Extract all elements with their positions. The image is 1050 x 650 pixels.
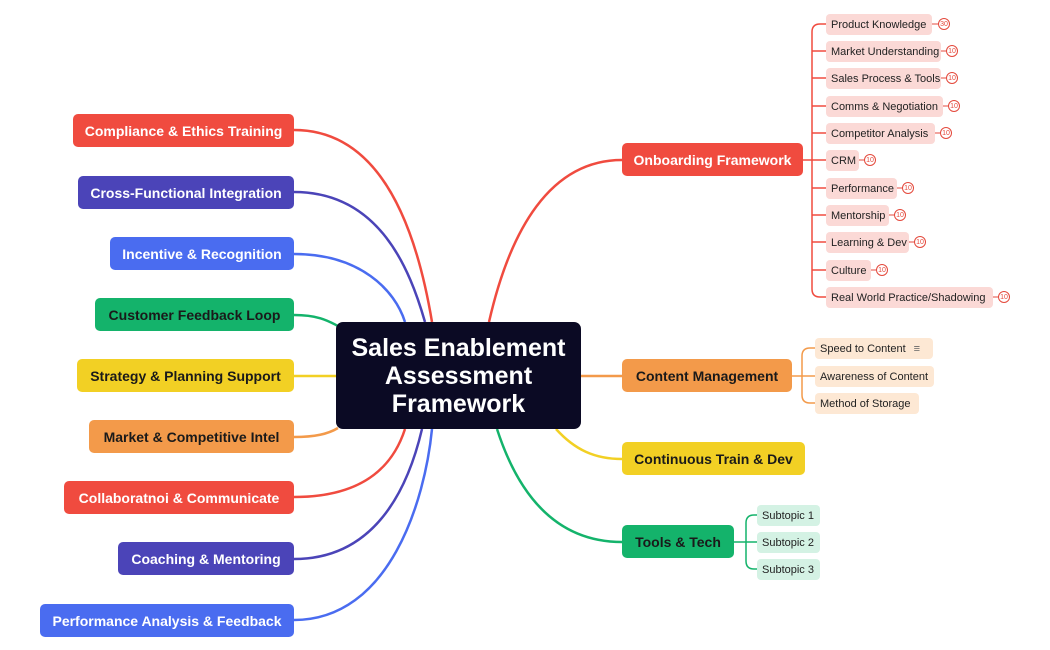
link-incentive bbox=[293, 252, 407, 323]
link-coaching bbox=[293, 428, 424, 561]
count-badge: 30 bbox=[938, 18, 950, 30]
subtopic-learning-dev[interactable]: Learning & Dev bbox=[826, 232, 909, 253]
link-cross-functional bbox=[293, 190, 427, 323]
link-collaboration bbox=[293, 428, 407, 499]
topic-strategy-planning[interactable]: Strategy & Planning Support bbox=[77, 359, 294, 392]
link-market-intel bbox=[293, 426, 339, 439]
count-badge: 10 bbox=[946, 45, 958, 57]
subtopic-comms-negotiation[interactable]: Comms & Negotiation bbox=[826, 96, 943, 117]
count-badge: 10 bbox=[876, 264, 888, 276]
topic-performance-analysis[interactable]: Performance Analysis & Feedback bbox=[40, 604, 294, 637]
topic-content-management[interactable]: Content Management bbox=[622, 359, 792, 392]
topic-compliance-ethics[interactable]: Compliance & Ethics Training bbox=[73, 114, 294, 147]
subtopic-culture[interactable]: Culture bbox=[826, 260, 871, 281]
tools-bracket bbox=[734, 514, 757, 570]
topic-tools-tech[interactable]: Tools & Tech bbox=[622, 525, 734, 558]
root-topic[interactable]: Sales Enablement Assessment Framework bbox=[336, 322, 581, 429]
topic-onboarding-framework[interactable]: Onboarding Framework bbox=[622, 143, 803, 176]
count-badge: 10 bbox=[946, 72, 958, 84]
root-title-line-1: Sales Enablement bbox=[351, 333, 566, 362]
count-badge: 10 bbox=[914, 236, 926, 248]
count-badge: 10 bbox=[902, 182, 914, 194]
subtopic-product-knowledge[interactable]: Product Knowledge bbox=[826, 14, 932, 35]
link-compliance bbox=[293, 128, 434, 323]
topic-cross-functional[interactable]: Cross-Functional Integration bbox=[78, 176, 294, 209]
topic-continuous-training[interactable]: Continuous Train & Dev bbox=[622, 442, 805, 475]
topic-collaboration[interactable]: Collaboratnoi & Communicate bbox=[64, 481, 294, 514]
link-training bbox=[555, 428, 623, 461]
badge-connectors bbox=[859, 23, 998, 298]
link-onboarding bbox=[487, 158, 623, 323]
subtopic-speed-to-content[interactable]: Speed to Content ≡ bbox=[815, 338, 933, 359]
subtopic-label: Speed to Content bbox=[820, 342, 906, 355]
subtopic-performance[interactable]: Performance bbox=[826, 178, 897, 199]
root-title-line-2: Assessment bbox=[384, 361, 533, 390]
subtopic-method-of-storage[interactable]: Method of Storage bbox=[815, 393, 919, 414]
count-badge: 10 bbox=[894, 209, 906, 221]
link-tools bbox=[495, 428, 623, 544]
topic-market-intel[interactable]: Market & Competitive Intel bbox=[89, 420, 294, 453]
count-badge: 10 bbox=[998, 291, 1010, 303]
count-badge: 10 bbox=[940, 127, 952, 139]
subtopic-sales-process-tools[interactable]: Sales Process & Tools bbox=[826, 68, 941, 89]
subtopic-competitor-analysis[interactable]: Competitor Analysis bbox=[826, 123, 935, 144]
subtopic-1[interactable]: Subtopic 1 bbox=[757, 505, 820, 526]
link-customer-feedback bbox=[293, 313, 339, 328]
count-badge: 10 bbox=[948, 100, 960, 112]
topic-coaching-mentoring[interactable]: Coaching & Mentoring bbox=[118, 542, 294, 575]
subtopic-market-understanding[interactable]: Market Understanding bbox=[826, 41, 941, 62]
note-icon[interactable]: ≡ bbox=[913, 342, 921, 355]
onboarding-bracket bbox=[803, 23, 826, 298]
subtopic-crm[interactable]: CRM bbox=[826, 150, 859, 171]
link-performance-analysis bbox=[293, 428, 434, 622]
root-title-line-3: Framework bbox=[391, 389, 526, 418]
subtopic-awareness-of-content[interactable]: Awareness of Content bbox=[815, 366, 934, 387]
subtopic-real-world-practice[interactable]: Real World Practice/Shadowing bbox=[826, 287, 993, 308]
topic-customer-feedback[interactable]: Customer Feedback Loop bbox=[95, 298, 294, 331]
content-bracket bbox=[792, 347, 815, 404]
count-badge: 10 bbox=[864, 154, 876, 166]
subtopic-3[interactable]: Subtopic 3 bbox=[757, 559, 820, 580]
topic-incentive-recognition[interactable]: Incentive & Recognition bbox=[110, 237, 294, 270]
subtopic-mentorship[interactable]: Mentorship bbox=[826, 205, 889, 226]
subtopic-2[interactable]: Subtopic 2 bbox=[757, 532, 820, 553]
